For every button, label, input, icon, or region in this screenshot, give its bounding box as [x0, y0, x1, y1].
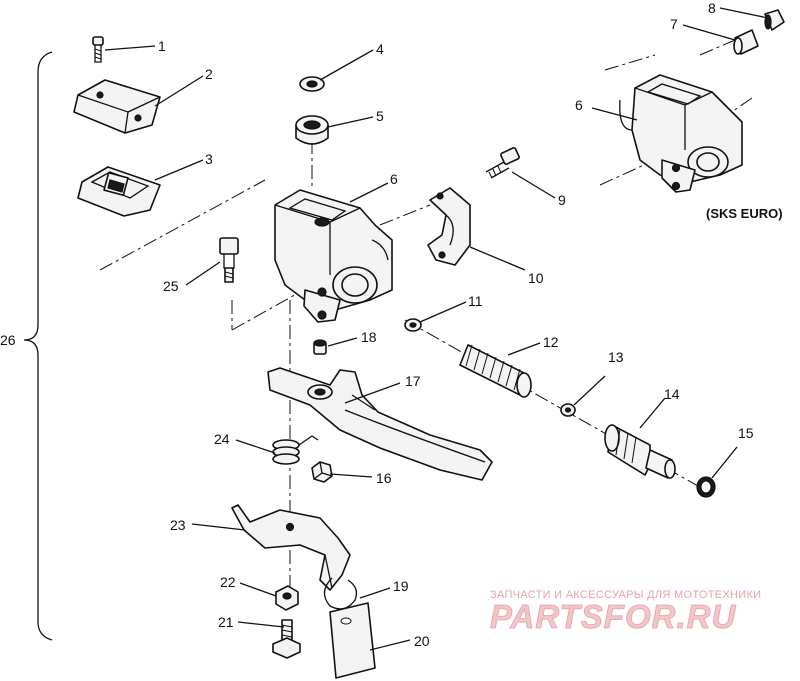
part-7-fitting: [733, 29, 759, 55]
callout-16: 16: [376, 470, 392, 486]
part-1-screw: [92, 36, 104, 63]
part-23-bracket: [231, 504, 351, 591]
part-2-cover: [73, 79, 161, 134]
callout-6-inset: 6: [575, 97, 583, 113]
part-12-spring: [459, 344, 532, 398]
callout-25: 25: [163, 278, 179, 294]
part-3-diaphragm: [77, 166, 161, 217]
callout-12: 12: [543, 334, 559, 350]
callout-21: 21: [218, 614, 234, 630]
callout-9: 9: [558, 192, 566, 208]
callout-24: 24: [214, 431, 230, 447]
callout-1: 1: [158, 38, 166, 54]
part-17-lever: [267, 367, 493, 481]
callout-5: 5: [376, 108, 384, 124]
part-21-bolt: [272, 619, 301, 659]
callout-26: 26: [0, 332, 16, 348]
callout-23: 23: [170, 517, 186, 533]
leader-lines: [104, 7, 769, 651]
callout-2: 2: [205, 66, 213, 82]
part-13-washer: [560, 403, 576, 417]
callout-18: 18: [361, 329, 377, 345]
callout-4: 4: [376, 41, 384, 57]
callout-15: 15: [738, 425, 754, 441]
watermark: ЗАПЧАСТИ И АКСЕССУАРЫ ДЛЯ МОТОТЕХНИКИ PA…: [490, 589, 761, 635]
part-5-bushing: [295, 115, 329, 145]
callout-10: 10: [528, 270, 544, 286]
part-11-washer: [404, 318, 422, 332]
callout-11: 11: [468, 293, 483, 309]
watermark-brand: PARTSFOR.RU: [490, 598, 736, 635]
callout-17: 17: [405, 373, 421, 389]
callout-3: 3: [205, 151, 213, 167]
part-20-tag: [329, 602, 376, 679]
part-10-clamp: [427, 187, 471, 266]
part-24-spring: [272, 435, 319, 465]
callout-19: 19: [393, 578, 409, 594]
callout-14: 14: [664, 386, 680, 402]
part-16-nut: [311, 461, 333, 483]
inset-sks-euro: [619, 74, 743, 193]
part-18-pin: [313, 339, 327, 355]
variant-label: (SKS EURO): [706, 206, 783, 221]
callout-22: 22: [220, 574, 236, 590]
part-9-bolt: [485, 147, 520, 179]
watermark-tagline: ЗАПЧАСТИ И АКСЕССУАРЫ ДЛЯ МОТОТЕХНИКИ: [490, 589, 761, 601]
part-8-cap: [764, 9, 785, 31]
callout-7: 7: [670, 16, 678, 32]
callout-6: 6: [390, 171, 398, 187]
callout-20: 20: [414, 633, 430, 649]
part-22-nut: [275, 585, 299, 611]
part-6-master-cylinder: [274, 189, 393, 323]
part-4-washer: [299, 76, 325, 92]
callout-8: 8: [708, 0, 716, 16]
callout-labels: 1 2 3 4 5 6 7 8 9 10 11 12 13 14 15 16 1…: [0, 0, 783, 649]
part-25-bolt: [219, 237, 239, 283]
part-14-piston: [604, 424, 676, 479]
callout-13: 13: [608, 349, 624, 365]
bracket-26: [23, 51, 53, 641]
part-15-seal: [696, 476, 716, 498]
